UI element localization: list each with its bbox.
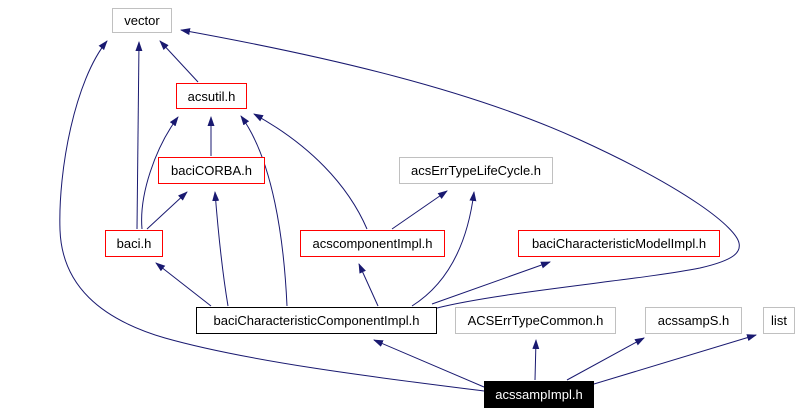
node-label: acssampS.h xyxy=(657,313,730,328)
edge-baciCharacteristicComponentImpl-to-acsutil xyxy=(240,115,288,307)
edge-baci-to-vector xyxy=(135,41,143,230)
edge-baci-to-acsutil xyxy=(141,116,179,230)
edge-baciCharacteristicComponentImpl-to-baci xyxy=(155,262,212,307)
edge-baciCharacteristicComponentImpl-to-acscomponentImpl xyxy=(358,263,379,307)
node-baciCharacteristicComponentImpl[interactable]: baciCharacteristicComponentImpl.h xyxy=(196,307,437,334)
node-acssampS: acssampS.h xyxy=(645,307,742,334)
node-baciCharacteristicModelImpl[interactable]: baciCharacteristicModelImpl.h xyxy=(518,230,720,257)
node-label: acssampImpl.h xyxy=(495,387,583,402)
edge-acssampImpl-to-baciCharacteristicComponentImpl xyxy=(373,339,485,388)
edge-acssampImpl-to-ACSErrTypeCommon xyxy=(532,339,540,381)
node-acssampImpl: acssampImpl.h xyxy=(484,381,594,408)
node-baciCORBA[interactable]: baciCORBA.h xyxy=(158,157,265,184)
edge-acssampImpl-to-vector xyxy=(59,40,485,392)
edge-baciCharacteristicComponentImpl-to-vector xyxy=(180,28,740,309)
node-baci[interactable]: baci.h xyxy=(105,230,163,257)
edge-acscomponentImpl-to-acsutil xyxy=(253,113,368,230)
edge-acscomponentImpl-to-acsErrTypeLifeCycle xyxy=(391,190,448,230)
node-vector: vector xyxy=(112,8,172,33)
edge-baci-to-baciCORBA xyxy=(146,191,188,230)
node-list: list xyxy=(763,307,795,334)
node-ACSErrTypeCommon: ACSErrTypeCommon.h xyxy=(455,307,616,334)
node-label: acsutil.h xyxy=(187,88,236,104)
node-acsutil[interactable]: acsutil.h xyxy=(176,83,247,109)
edge-baciCharacteristicComponentImpl-to-acsErrTypeLifeCycle xyxy=(411,191,477,307)
node-label: baciCharacteristicComponentImpl.h xyxy=(213,313,420,328)
node-acsErrTypeLifeCycle: acsErrTypeLifeCycle.h xyxy=(399,157,553,184)
edge-acsutil-to-vector xyxy=(159,40,199,83)
node-label: acscomponentImpl.h xyxy=(312,236,433,251)
edge-baciCharacteristicComponentImpl-to-baciCORBA xyxy=(212,191,229,307)
node-label: baci.h xyxy=(116,236,152,251)
node-label: baciCORBA.h xyxy=(171,163,252,178)
node-acscomponentImpl[interactable]: acscomponentImpl.h xyxy=(300,230,445,257)
edge-acssampImpl-to-acssampS xyxy=(566,337,645,381)
node-label: acsErrTypeLifeCycle.h xyxy=(410,163,542,178)
node-label: list xyxy=(771,313,787,328)
node-label: ACSErrTypeCommon.h xyxy=(467,313,604,328)
node-label: baciCharacteristicModelImpl.h xyxy=(531,236,707,251)
node-label: vector xyxy=(124,13,160,28)
edge-acssampImpl-to-list xyxy=(593,334,757,385)
edge-baciCharacteristicComponentImpl-to-baciCharacteristicModelImpl xyxy=(431,261,551,305)
